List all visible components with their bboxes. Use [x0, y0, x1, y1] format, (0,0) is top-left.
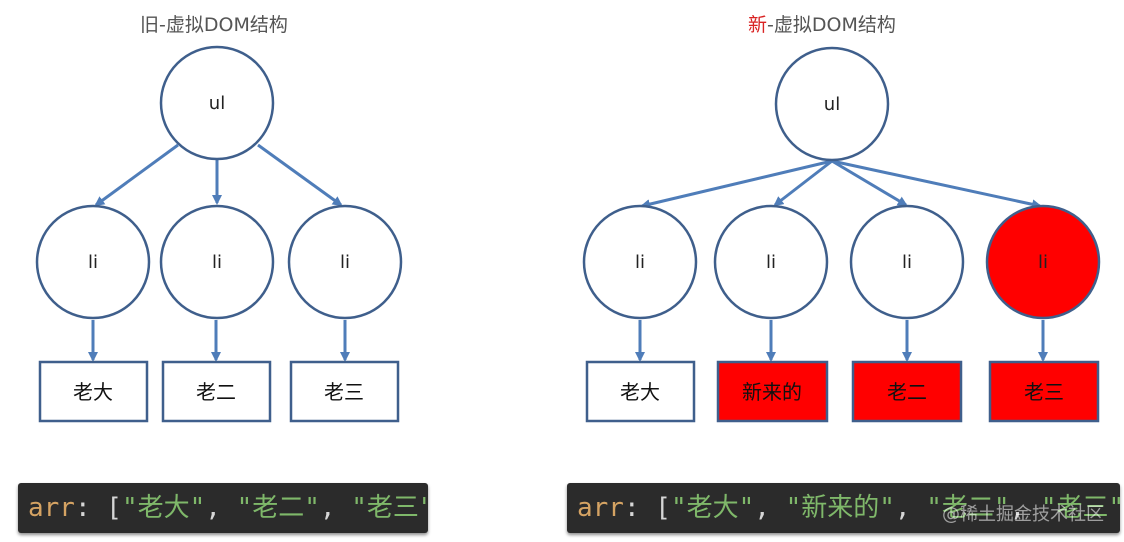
- new-li-label-4: li: [1038, 252, 1048, 273]
- new-li-node-4-highlighted: [985, 204, 1101, 320]
- new-code-item-1: 老大: [686, 493, 739, 523]
- new-array-code: arr: ["老大", "新来的", "老二", "老三"]: [567, 483, 1120, 533]
- old-code-item-3: 老三: [366, 493, 419, 523]
- new-li-label-3: li: [902, 252, 912, 273]
- old-li-node-3: [287, 204, 403, 320]
- new-title-accent: 新: [748, 14, 768, 36]
- new-code-key: arr: [577, 493, 624, 523]
- new-li-node-2: [713, 204, 829, 320]
- new-tree: ul li li li li 老大 新来的 老二 老三: [582, 46, 1101, 423]
- old-edge-ul-li3: [257, 143, 343, 207]
- old-text-label-1: 老大: [73, 380, 113, 404]
- old-li-node-1: [35, 204, 151, 320]
- old-ul-label: ul: [209, 93, 225, 114]
- new-text-label-4: 老三: [1024, 380, 1064, 404]
- new-li-node-1: [582, 204, 698, 320]
- old-li-node-2: [159, 204, 275, 320]
- watermark: @稀土掘金技术社区: [942, 504, 1104, 525]
- new-text-box-1: [585, 360, 696, 423]
- new-text-box-2-highlighted: [716, 360, 829, 423]
- old-edge-ul-li1: [94, 143, 179, 207]
- old-tree: ul li li li 老大 老二 老三: [35, 45, 403, 423]
- old-code-item-1: 老大: [137, 493, 190, 523]
- virtual-dom-diagram: ul li li li 老大 老二 老三 ul li li li li: [35, 45, 1101, 423]
- new-code-item-3: 老二: [941, 493, 994, 523]
- old-li-label-3: li: [340, 252, 350, 273]
- new-text-box-3-highlighted: [851, 360, 963, 423]
- new-edge-ul-li2: [773, 159, 833, 207]
- old-li-label-2: li: [212, 252, 222, 273]
- new-edge-ul-li3: [831, 159, 908, 207]
- old-text-box-2: [161, 360, 272, 423]
- new-text-label-2: 新来的: [742, 380, 802, 404]
- new-edge-ul-li4: [831, 159, 1042, 210]
- new-ul-label: ul: [824, 94, 840, 115]
- new-text-box-4-highlighted: [988, 360, 1100, 423]
- old-code-key: arr: [28, 493, 75, 523]
- new-ul-node: [774, 46, 890, 162]
- old-text-label-2: 老二: [196, 380, 236, 404]
- old-diagram-title: 旧-虚拟DOM结构: [140, 14, 288, 36]
- new-diagram-title: 新-虚拟DOM结构: [748, 10, 896, 37]
- old-li-label-1: li: [88, 252, 98, 273]
- new-li-label-1: li: [635, 252, 645, 273]
- old-code-item-2: 老二: [252, 493, 305, 523]
- new-code-item-2: 新来的: [801, 493, 880, 523]
- new-li-node-3: [849, 204, 965, 320]
- old-text-box-1: [38, 360, 149, 423]
- old-text-label-3: 老三: [324, 380, 364, 404]
- new-code-item-4: 老三: [1056, 493, 1109, 523]
- new-text-label-1: 老大: [620, 380, 660, 404]
- new-title-rest: -虚拟DOM结构: [767, 14, 896, 36]
- old-text-box-3: [289, 360, 400, 423]
- old-array-code: arr: ["老大", "老二", "老三"]: [18, 483, 428, 533]
- new-li-label-2: li: [766, 252, 776, 273]
- new-text-label-3: 老二: [887, 380, 927, 404]
- new-edge-ul-li1: [640, 159, 833, 210]
- old-ul-node: [159, 45, 275, 161]
